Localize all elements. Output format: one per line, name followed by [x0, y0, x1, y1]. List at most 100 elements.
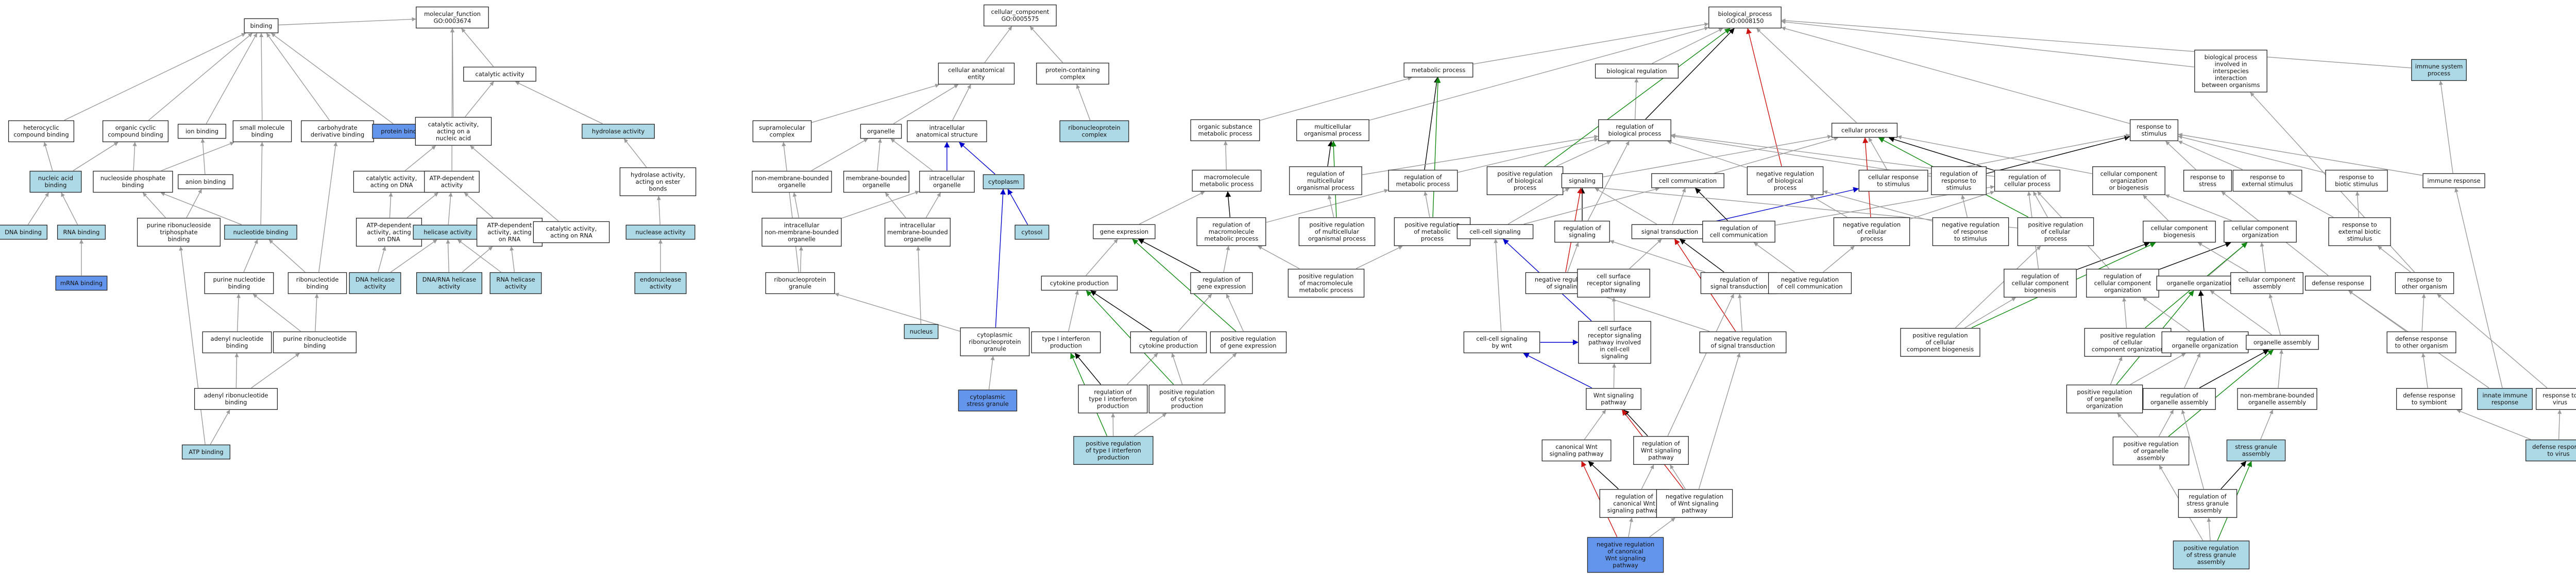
go-term-box[interactable] [2535, 388, 2576, 410]
go-term-cytosol[interactable]: cytosol [1014, 224, 1049, 240]
go-term-box[interactable] [489, 272, 542, 294]
go-term-cellular[interactable]: cellular process [1831, 123, 1898, 138]
go-term-box[interactable] [2525, 439, 2576, 462]
go-term-atpb[interactable]: ATP binding [181, 444, 231, 460]
go-term-box[interactable] [1586, 388, 1641, 410]
go-term-box[interactable] [752, 170, 832, 193]
go-term-box[interactable] [93, 170, 173, 193]
go-term-nucleotide[interactable]: nucleotide binding [224, 224, 297, 240]
go-term-box[interactable] [204, 272, 274, 294]
go-term-anion[interactable]: anion binding [178, 174, 233, 189]
go-term-box[interactable] [2396, 388, 2463, 410]
go-term-box[interactable] [1093, 224, 1156, 239]
go-term-box[interactable] [1631, 224, 1708, 239]
go-term-box[interactable] [1541, 439, 1612, 462]
go-term-box[interactable] [2086, 269, 2159, 298]
go-term-box[interactable] [177, 124, 227, 139]
go-term-nuclease[interactable]: nuclease activity [625, 224, 696, 240]
go-term-box[interactable] [1858, 169, 1928, 192]
go-term-box[interactable] [1587, 537, 1664, 573]
go-term-box[interactable] [2173, 541, 2250, 569]
go-term-box[interactable] [1031, 331, 1101, 354]
go-term-box[interactable] [884, 218, 951, 247]
go-term-box[interactable] [1833, 217, 1910, 246]
go-term-box[interactable] [2004, 269, 2077, 298]
go-term-box[interactable] [2161, 331, 2249, 354]
go-term-cell-cell-sig[interactable]: cell-cell signaling [1456, 224, 1534, 239]
go-term-box[interactable] [2156, 275, 2244, 291]
go-term-box[interactable] [416, 272, 483, 294]
go-term-catdna[interactable]: catalytic activity,acting on DNA [353, 170, 430, 193]
go-term-box[interactable] [752, 120, 812, 143]
go-term-box[interactable] [476, 218, 543, 247]
go-term-box[interactable] [415, 117, 492, 146]
go-term-cytoplasm[interactable]: cytoplasm [982, 174, 1025, 189]
go-term-box[interactable] [2092, 166, 2165, 195]
go-term-box[interactable] [1190, 272, 1253, 294]
go-term-box[interactable] [2178, 489, 2238, 518]
go-term-signaling[interactable]: signaling [1561, 173, 1603, 188]
go-term-box[interactable] [1700, 272, 1777, 294]
go-term-box[interactable] [424, 170, 480, 193]
go-term-box[interactable] [2230, 272, 2303, 294]
go-term-box[interactable] [2246, 335, 2319, 350]
go-term-box[interactable] [194, 388, 278, 410]
go-term-cytokine-prod[interactable]: cytokine production [1041, 275, 1118, 291]
go-term-box[interactable] [2017, 217, 2094, 246]
go-term-box[interactable] [958, 389, 1018, 412]
go-term-box[interactable] [1633, 436, 1689, 465]
go-term-box[interactable] [1708, 6, 1782, 29]
go-term-box[interactable] [2143, 388, 2216, 410]
go-term-cell-comm[interactable]: cell communication [1651, 173, 1724, 188]
go-term-box[interactable] [1196, 217, 1266, 246]
go-term-box[interactable] [57, 224, 106, 240]
go-term-catrna[interactable]: catalytic activity,acting on RNA [533, 221, 610, 243]
go-term-org-org[interactable]: organelle organization [2156, 275, 2244, 291]
go-term-box[interactable] [904, 324, 939, 339]
go-term-box[interactable] [178, 174, 233, 189]
go-term-immune-resp[interactable]: immune response [2422, 173, 2485, 188]
